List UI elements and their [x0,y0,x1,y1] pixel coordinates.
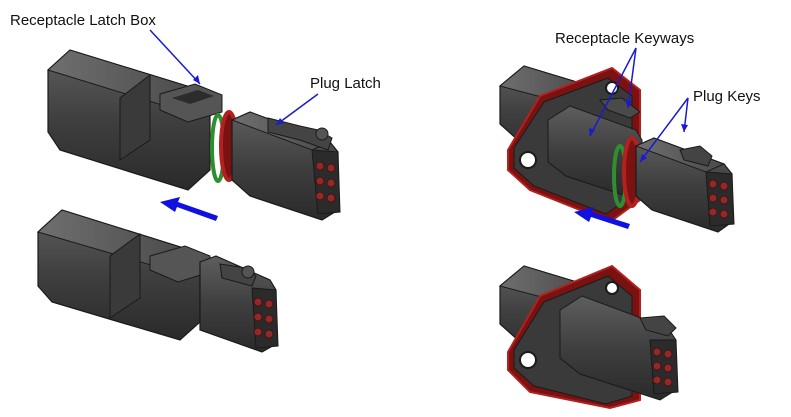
flange-connector-mated [498,264,679,410]
receptacle-left-top [47,49,223,191]
leader-plug-latch [275,93,319,126]
label-plug-keys: Plug Keys [693,88,761,105]
label-receptacle-latch-box: Receptacle Latch Box [10,12,156,29]
arrow-left-icon [160,197,218,221]
leader-latch-box [149,29,201,85]
arrow-left-icon [574,207,630,229]
leaders-receptacle-keyways [589,47,637,137]
plug-left-top [210,110,341,221]
label-receptacle-keyways: Receptacle Keyways [555,30,695,47]
connector-left-mated [37,209,279,353]
plug-right-top [612,136,735,233]
label-plug-latch: Plug Latch [310,75,381,92]
plug-pin-cavities [315,161,336,203]
flange-receptacle-top [498,65,643,224]
